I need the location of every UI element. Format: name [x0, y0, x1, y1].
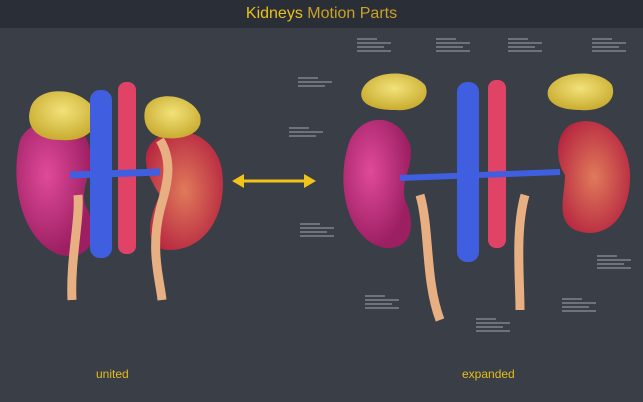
placeholder-text — [508, 38, 542, 54]
placeholder-text — [476, 318, 510, 334]
placeholder-text — [562, 298, 596, 314]
united-kidneys — [16, 82, 223, 301]
page-title: Kidneys Motion Parts — [245, 5, 398, 22]
placeholder-text — [365, 295, 399, 311]
header: Kidneys Motion Parts — [0, 0, 643, 28]
double-arrow-icon — [232, 174, 316, 188]
united-label: united — [96, 367, 129, 381]
placeholder-text — [436, 38, 470, 54]
placeholder-text — [592, 38, 626, 54]
placeholder-text — [289, 127, 323, 139]
placeholder-text — [597, 255, 631, 271]
expanded-label: expanded — [462, 367, 515, 381]
placeholder-text — [357, 38, 391, 54]
expanded-kidneys — [343, 73, 631, 322]
placeholder-text — [300, 223, 334, 239]
placeholder-text — [298, 77, 332, 89]
